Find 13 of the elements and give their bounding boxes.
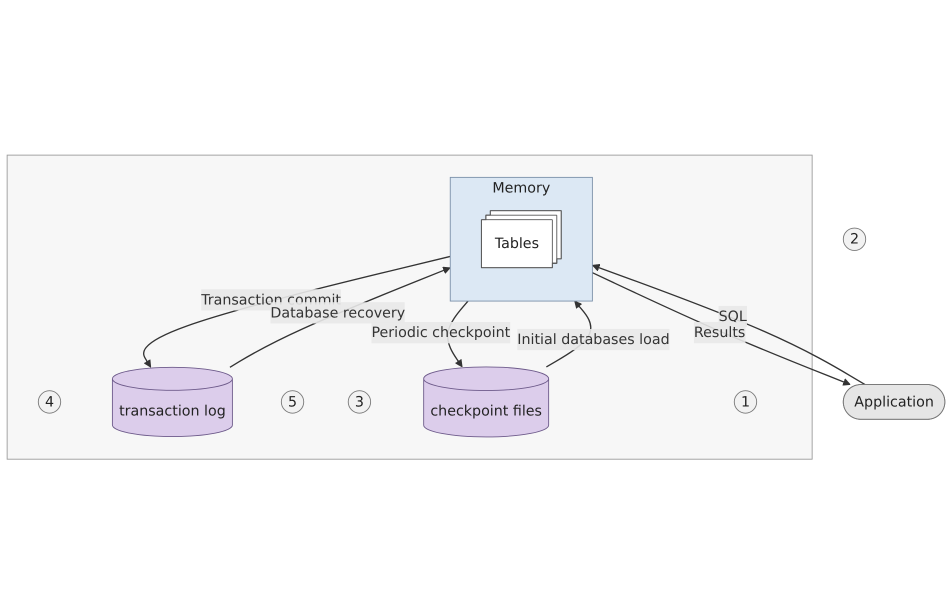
edge-label: SQL bbox=[718, 308, 747, 325]
node-circle: 5 bbox=[280, 390, 304, 414]
node-circle: 2 bbox=[842, 228, 866, 252]
edge-label: Periodic checkpoint bbox=[371, 324, 510, 341]
arrow bbox=[230, 267, 451, 368]
edge-label: Database recovery bbox=[270, 304, 406, 322]
node-circle: 1 bbox=[734, 390, 758, 414]
edge-label: Results bbox=[694, 324, 746, 341]
edge-label: Initial databases load bbox=[517, 330, 670, 348]
arrow bbox=[143, 256, 450, 368]
node-circle: 3 bbox=[348, 390, 372, 414]
node-circle: 4 bbox=[38, 390, 62, 414]
cluster bbox=[6, 155, 813, 460]
